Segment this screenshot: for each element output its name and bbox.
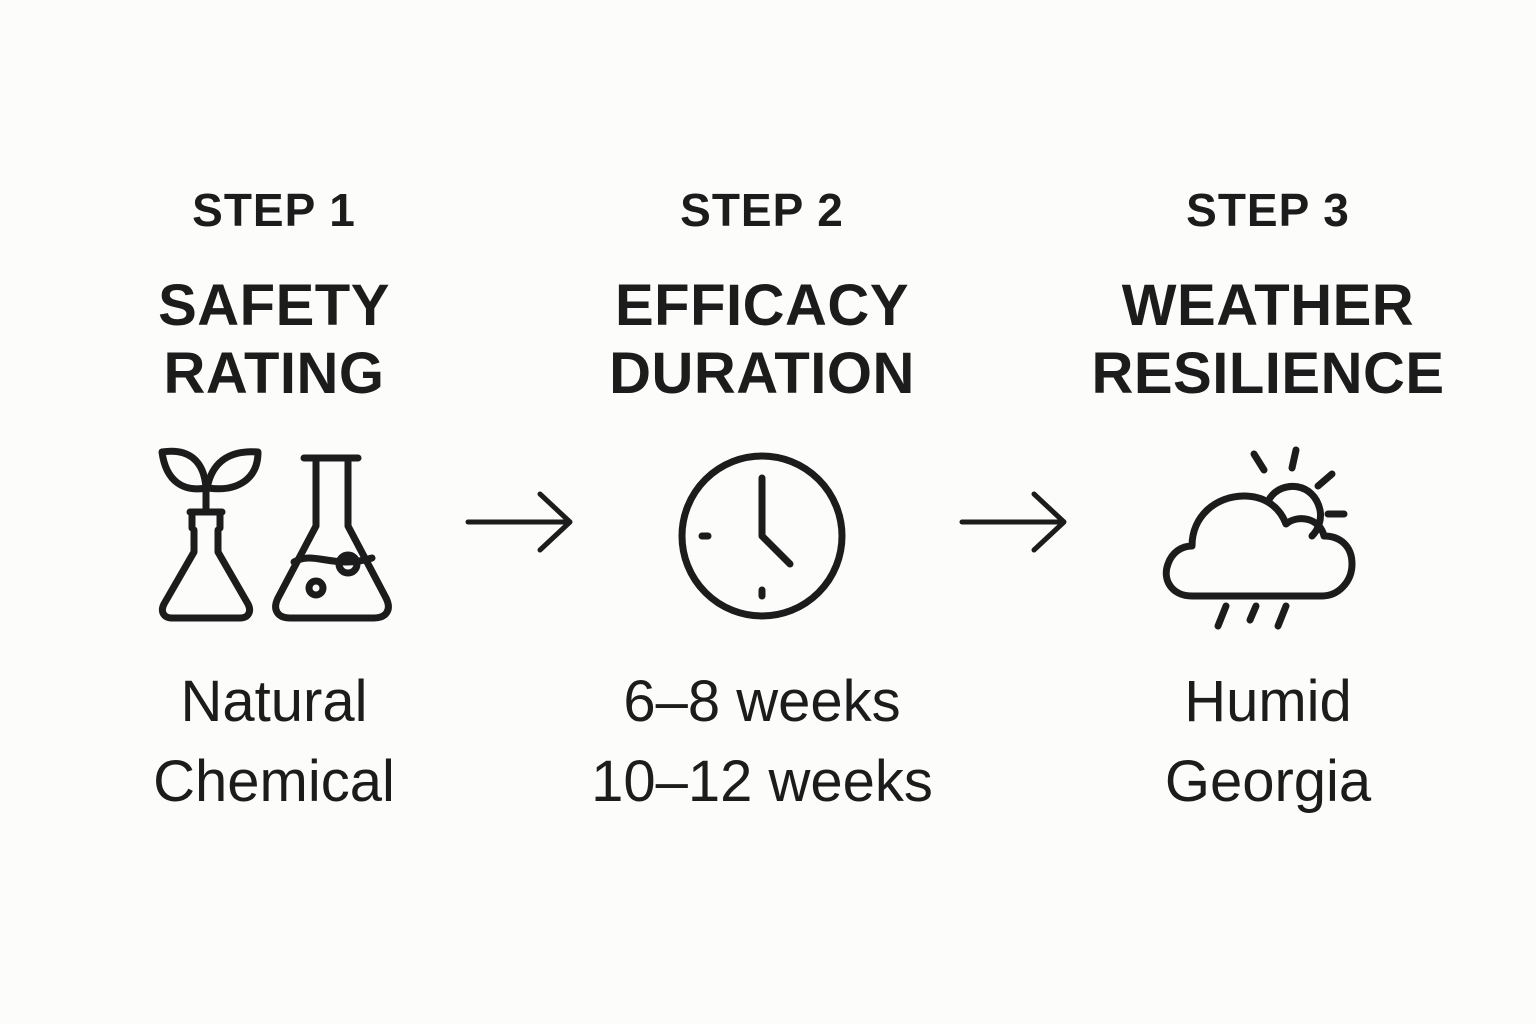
step-values: 6–8 weeks 10–12 weeks — [552, 662, 972, 822]
step-title: SAFETY RATING — [64, 272, 484, 408]
step-value: Chemical — [153, 749, 395, 814]
chemical-flask-icon — [272, 454, 392, 622]
step-label: STEP 2 — [680, 184, 844, 236]
cloud-sun-rain-icon — [1162, 446, 1356, 630]
clock-icon — [678, 452, 846, 620]
step-value: Natural — [180, 669, 368, 734]
step-title-line: EFFICACY — [615, 273, 909, 338]
step-title-line: RESILIENCE — [1091, 341, 1445, 406]
step-title-line: RATING — [163, 341, 385, 406]
step-icon-group — [64, 440, 484, 640]
step-value: 10–12 weeks — [591, 749, 933, 814]
step-icon-group — [552, 440, 972, 640]
step-title-line: WEATHER — [1121, 273, 1415, 338]
step-values: Humid Georgia — [1058, 662, 1478, 822]
step-value: Georgia — [1164, 749, 1372, 814]
plant-flask-icon — [158, 447, 262, 622]
step-values: Natural Chemical — [64, 662, 484, 822]
step-title: EFFICACY DURATION — [552, 272, 972, 408]
step-title-line: DURATION — [609, 341, 915, 406]
step-value: Humid — [1184, 669, 1352, 734]
right-arrow-icon — [959, 491, 1067, 553]
step-title: WEATHER RESILIENCE — [1058, 272, 1478, 408]
step-title-line: SAFETY — [158, 273, 390, 338]
step-value: 6–8 weeks — [623, 669, 901, 734]
step-label: STEP 3 — [1186, 184, 1350, 236]
right-arrow-icon — [465, 491, 573, 553]
step-icon-group — [1058, 440, 1478, 640]
step-label: STEP 1 — [192, 184, 356, 236]
